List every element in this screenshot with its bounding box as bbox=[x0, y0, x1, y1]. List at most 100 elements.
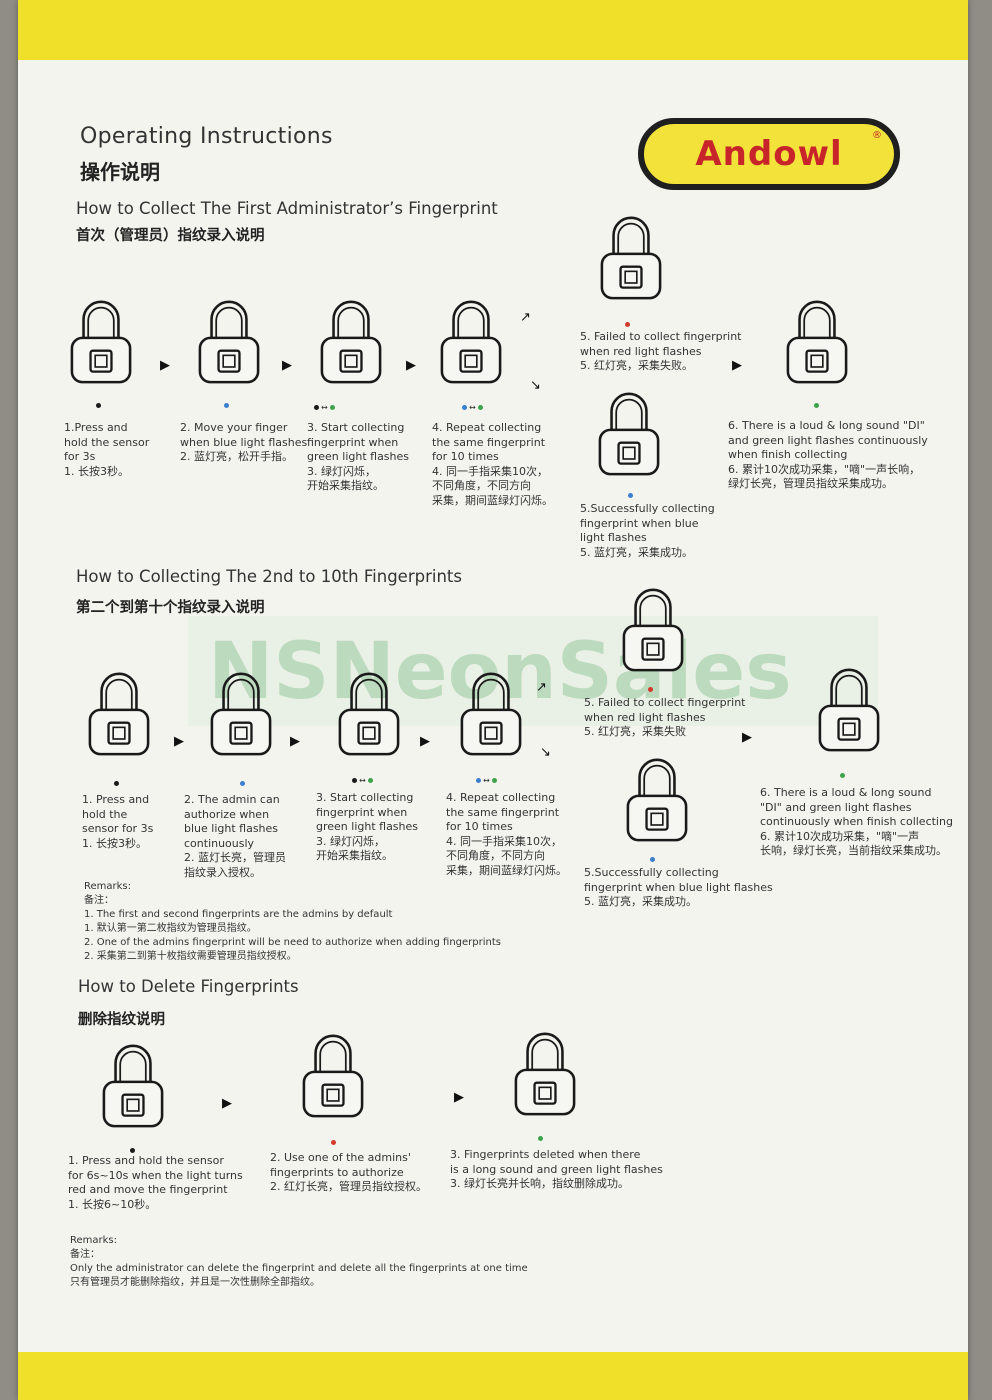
caption-cn: 2. 蓝灯亮，松开手指。 bbox=[180, 450, 293, 463]
padlock-icon bbox=[460, 672, 522, 756]
red-light-dot-icon bbox=[331, 1140, 336, 1145]
caption-cn: 6. 累计10次成功采集，"嘀"一声 长响，绿灯长亮，当前指纹采集成功。 bbox=[760, 829, 947, 858]
blue-light-dot-icon bbox=[224, 403, 229, 408]
brand-logo: Andowl ® bbox=[638, 118, 900, 190]
status-light-indicator bbox=[331, 1140, 336, 1145]
padlock-icon bbox=[320, 300, 382, 384]
section1-step-6-caption: 5.Successfully collecting fingerprint wh… bbox=[580, 502, 740, 560]
arrow-right-icon: ▶ bbox=[732, 358, 742, 373]
caption-en: 5.Successfully collecting fingerprint wh… bbox=[584, 866, 773, 894]
caption-en: 6. There is a loud & long sound "DI" and… bbox=[728, 419, 928, 461]
status-light-indicator bbox=[628, 493, 633, 498]
arrow-right-icon: ▶ bbox=[160, 358, 170, 373]
section3-step-2-caption: 2. Use one of the admins' fingerprints t… bbox=[270, 1151, 460, 1195]
arrow-right-icon: ▶ bbox=[282, 358, 292, 373]
caption-en: 3. Start collecting fingerprint when gre… bbox=[316, 791, 419, 833]
alternate-icon: ↔ bbox=[483, 776, 490, 785]
arrow-down-right-icon: ↘ bbox=[540, 745, 551, 760]
caption-en: 4. Repeat collecting the same fingerprin… bbox=[432, 421, 546, 463]
padlock-icon bbox=[102, 1044, 164, 1128]
red-light-dot-icon bbox=[625, 322, 630, 327]
green-light-dot-icon bbox=[538, 1136, 543, 1141]
section2-step-4-caption: 4. Repeat collecting the same fingerprin… bbox=[446, 791, 581, 878]
padlock-icon bbox=[598, 392, 660, 476]
section2-step-7-caption: 6. There is a loud & long sound "DI" and… bbox=[760, 786, 960, 859]
caption-en: 2. The admin can authorize when blue lig… bbox=[184, 793, 280, 850]
section1-step-4-caption: 4. Repeat collecting the same fingerprin… bbox=[432, 421, 567, 508]
padlock-icon bbox=[818, 668, 880, 752]
caption-cn: 1. 长按3秒。 bbox=[64, 464, 129, 478]
arrow-right-icon: ▶ bbox=[174, 734, 184, 749]
caption-cn: 4. 同一手指采集10次， 不同角度，不同方向 采集，期间蓝绿灯闪烁。 bbox=[446, 834, 567, 877]
status-light-indicator bbox=[240, 781, 245, 786]
padlock-icon bbox=[622, 588, 684, 672]
alternate-icon: ↔ bbox=[469, 403, 476, 412]
red-light-dot-icon bbox=[648, 687, 653, 692]
alternate-icon: ↔ bbox=[321, 403, 328, 412]
caption-cn: 1. 长按6~10秒。 bbox=[68, 1197, 157, 1211]
caption-en: 4. Repeat collecting the same fingerprin… bbox=[446, 791, 560, 833]
caption-en: 3. Start collecting fingerprint when gre… bbox=[307, 421, 410, 463]
caption-en: 2. Use one of the admins' fingerprints t… bbox=[270, 1151, 411, 1179]
black-light-dot-icon bbox=[352, 778, 357, 783]
caption-en: 6. There is a loud & long sound "DI" and… bbox=[760, 786, 953, 828]
watermark: NSNeonSales bbox=[188, 616, 878, 726]
blue-light-dot-icon bbox=[240, 781, 245, 786]
status-light-indicator bbox=[648, 687, 653, 692]
section2-step-5-caption: 5. Failed to collect fingerprint when re… bbox=[584, 696, 764, 740]
caption-cn: 2. 红灯长亮，管理员指纹授权。 bbox=[270, 1180, 427, 1193]
green-light-dot-icon bbox=[367, 778, 373, 783]
padlock-icon bbox=[786, 300, 848, 384]
logo-registered-mark: ® bbox=[872, 130, 882, 141]
arrow-up-right-icon: ↗ bbox=[536, 680, 547, 695]
blue-light-dot-icon bbox=[628, 493, 633, 498]
page-title-cn: 操作说明 bbox=[80, 160, 160, 184]
status-light-indicator bbox=[130, 1148, 135, 1153]
caption-cn: 3. 绿灯闪烁， 开始采集指纹。 bbox=[316, 834, 393, 863]
status-light-indicator bbox=[650, 857, 655, 862]
padlock-icon bbox=[338, 672, 400, 756]
caption-en: 3. Fingerprints deleted when there is a … bbox=[450, 1148, 663, 1176]
caption-cn: 3. 绿灯闪烁， 开始采集指纹。 bbox=[307, 464, 384, 493]
green-light-dot-icon bbox=[840, 773, 845, 778]
status-light-indicator bbox=[114, 781, 119, 786]
arrow-right-icon: ▶ bbox=[406, 358, 416, 373]
black-light-dot-icon bbox=[130, 1148, 135, 1153]
status-light-indicator bbox=[625, 322, 630, 327]
padlock-icon bbox=[198, 300, 260, 384]
section3-title-cn: 删除指纹说明 bbox=[78, 1012, 165, 1028]
caption-en: 1. Press and hold the sensor for 6s~10s … bbox=[68, 1154, 243, 1196]
padlock-icon bbox=[626, 758, 688, 842]
caption-en: 5. Failed to collect fingerprint when re… bbox=[584, 696, 746, 724]
status-light-indicator bbox=[224, 403, 229, 408]
blue-light-dot-icon bbox=[476, 778, 481, 783]
status-light-indicator: ↔ bbox=[314, 403, 335, 412]
section3-step-1-caption: 1. Press and hold the sensor for 6s~10s … bbox=[68, 1154, 258, 1212]
arrow-down-right-icon: ↘ bbox=[530, 378, 541, 393]
padlock-icon bbox=[514, 1032, 576, 1116]
caption-en: 1.Press and hold the sensor for 3s bbox=[64, 421, 150, 463]
black-light-dot-icon bbox=[314, 405, 319, 410]
status-light-indicator: ↔ bbox=[462, 403, 483, 412]
section2-title-cn: 第二个到第十个指纹录入说明 bbox=[76, 600, 265, 616]
status-light-indicator bbox=[840, 773, 845, 778]
section2-title: How to Collecting The 2nd to 10th Finger… bbox=[76, 567, 462, 586]
caption-cn: 5. 蓝灯亮，采集成功。 bbox=[584, 895, 697, 908]
arrow-right-icon: ▶ bbox=[454, 1090, 464, 1105]
watermark-text: NSNeonSales bbox=[208, 627, 792, 717]
arrow-up-right-icon: ↗ bbox=[520, 310, 531, 325]
green-light-dot-icon bbox=[477, 405, 483, 410]
section3-title: How to Delete Fingerprints bbox=[78, 977, 299, 996]
status-light-indicator: ↔ bbox=[476, 776, 497, 785]
status-light-indicator bbox=[538, 1136, 543, 1141]
blue-light-dot-icon bbox=[650, 857, 655, 862]
blue-light-dot-icon bbox=[462, 405, 467, 410]
caption-cn: 3. 绿灯长亮并长响，指纹删除成功。 bbox=[450, 1177, 629, 1190]
green-light-dot-icon bbox=[329, 405, 335, 410]
caption-cn: 5. 蓝灯亮，采集成功。 bbox=[580, 545, 693, 559]
section1-step-3-caption: 3. Start collecting fingerprint when gre… bbox=[307, 421, 422, 494]
status-light-indicator bbox=[814, 403, 819, 408]
section1-step-2-caption: 2. Move your finger when blue light flas… bbox=[180, 421, 315, 465]
instruction-sheet: NSNeonSales Operating Instructions 操作说明 … bbox=[18, 0, 968, 1400]
section1-step-7-caption: 6. There is a loud & long sound "DI" and… bbox=[728, 419, 938, 492]
